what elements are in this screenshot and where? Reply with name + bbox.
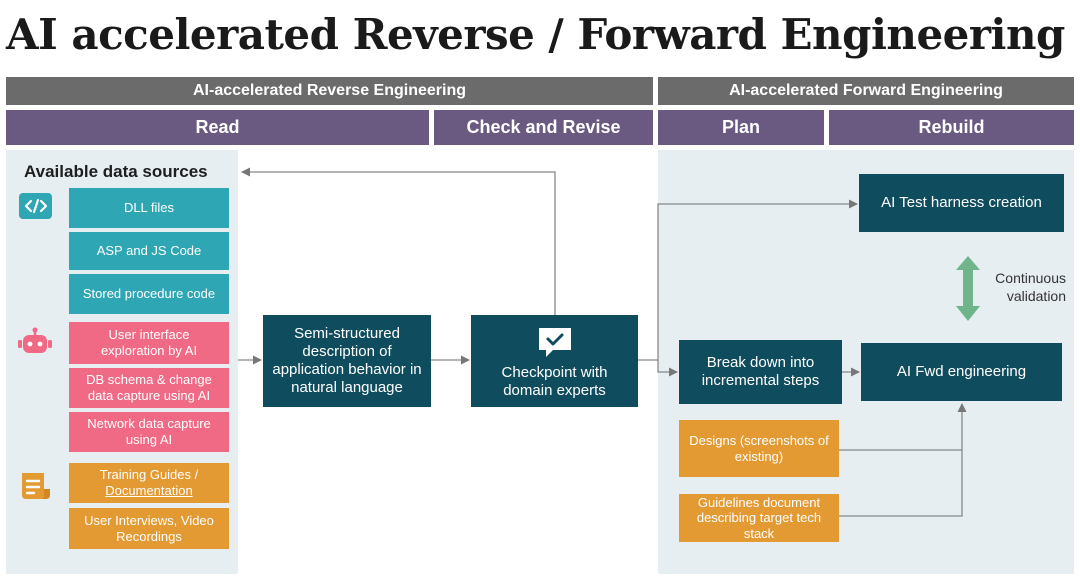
step-check-and-revise: Check and Revise — [434, 110, 653, 145]
source-network-capture: Network data capture using AI — [69, 412, 229, 452]
test-harness-box: AI Test harness creation — [859, 174, 1064, 232]
data-sources-heading: Available data sources — [24, 162, 208, 181]
arrow-checkpoint-feedback — [241, 167, 556, 315]
checkmark-chat-icon — [538, 328, 571, 357]
arrow-designs-to-fwd — [839, 403, 967, 451]
step-plan: Plan — [658, 110, 824, 145]
description-box: Semi-structured description of applicati… — [263, 315, 431, 407]
step-rebuild: Rebuild — [829, 110, 1074, 145]
robot-icon — [16, 327, 54, 357]
breakdown-box: Break down into incremental steps — [679, 340, 842, 404]
phase-reverse: AI-accelerated Reverse Engineering — [6, 77, 653, 105]
source-stored-procedure: Stored procedure code — [69, 274, 229, 314]
source-user-interviews: User Interviews, Video Recordings — [69, 508, 229, 549]
source-db-schema-capture: DB schema & change data capture using AI — [69, 368, 229, 408]
guidelines-box: Guidelines document describing target te… — [679, 494, 839, 542]
document-icon — [17, 470, 53, 502]
checkpoint-box: Checkpoint with domain experts — [471, 315, 638, 407]
arrow-to-test-harness — [638, 199, 858, 361]
double-arrow-icon — [956, 256, 980, 321]
arrow-guidelines-to-fwd — [839, 450, 963, 517]
arrow-to-breakdown — [657, 360, 678, 377]
step-read: Read — [6, 110, 429, 145]
phase-forward: AI-accelerated Forward Engineering — [658, 77, 1074, 105]
fwd-engineering-box: AI Fwd engineering — [861, 343, 1062, 401]
source-ui-exploration: User interface exploration by AI — [69, 322, 229, 364]
source-dll-files: DLL files — [69, 188, 229, 228]
source-training-guides: Training Guides / Documentation — [69, 463, 229, 503]
designs-box: Designs (screenshots of existing) — [679, 420, 839, 477]
training-guides-label: Training Guides / — [99, 467, 199, 483]
checkpoint-label: Checkpoint with domain experts — [501, 364, 608, 399]
continuous-validation-label: Continuous validation — [995, 270, 1066, 304]
code-icon — [19, 193, 52, 219]
source-asp-js-code: ASP and JS Code — [69, 232, 229, 270]
page-title: AI accelerated Reverse / Forward Enginee… — [6, 10, 1065, 59]
documentation-link[interactable]: Documentation — [105, 483, 193, 498]
